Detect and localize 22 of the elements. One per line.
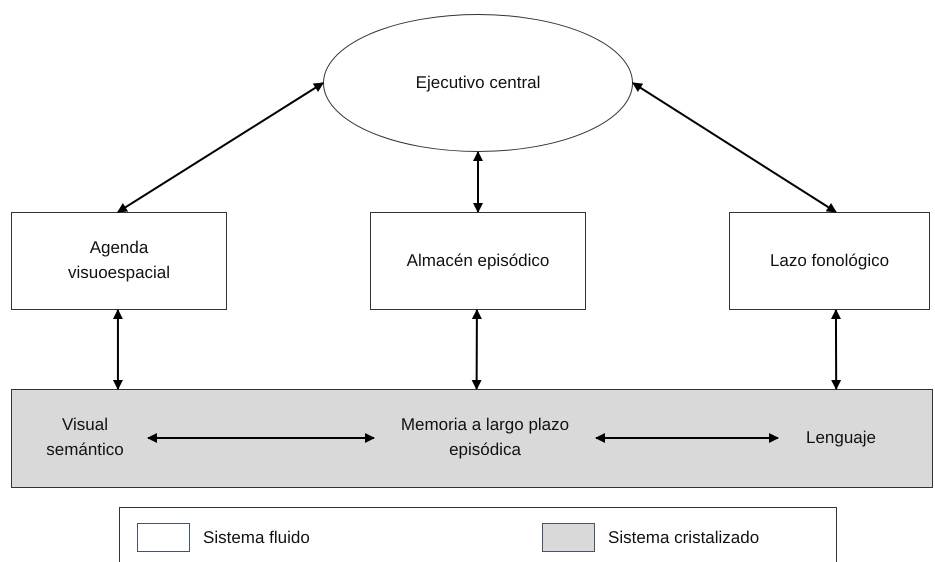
double-arrow: [632, 82, 837, 213]
node-label: Lazo fonológico: [770, 250, 890, 272]
double-arrow: [117, 82, 324, 213]
node-label: Lenguaje: [786, 422, 896, 454]
double-arrow: [472, 309, 482, 390]
double-arrow: [473, 151, 483, 213]
legend-label: Sistema cristalizado: [608, 528, 760, 548]
memory-band: [11, 389, 933, 488]
process-box: [11, 212, 227, 310]
process-box: [370, 212, 586, 310]
node-label: Ejecutivo central: [416, 72, 540, 94]
ellipse-node: [323, 14, 633, 152]
node-label: Agenda visuoespacial: [66, 237, 172, 284]
legend-label: Sistema fluido: [203, 528, 310, 548]
process-box: [729, 212, 930, 310]
node-label: Memoria a largo plazo episódica: [382, 412, 588, 464]
double-arrow: [830, 309, 842, 390]
node-label: Visual semántico: [30, 412, 140, 464]
double-arrow: [147, 433, 375, 443]
double-arrow: [112, 309, 123, 390]
node-label: Almacén episódico: [406, 250, 550, 272]
double-arrow: [595, 433, 779, 443]
